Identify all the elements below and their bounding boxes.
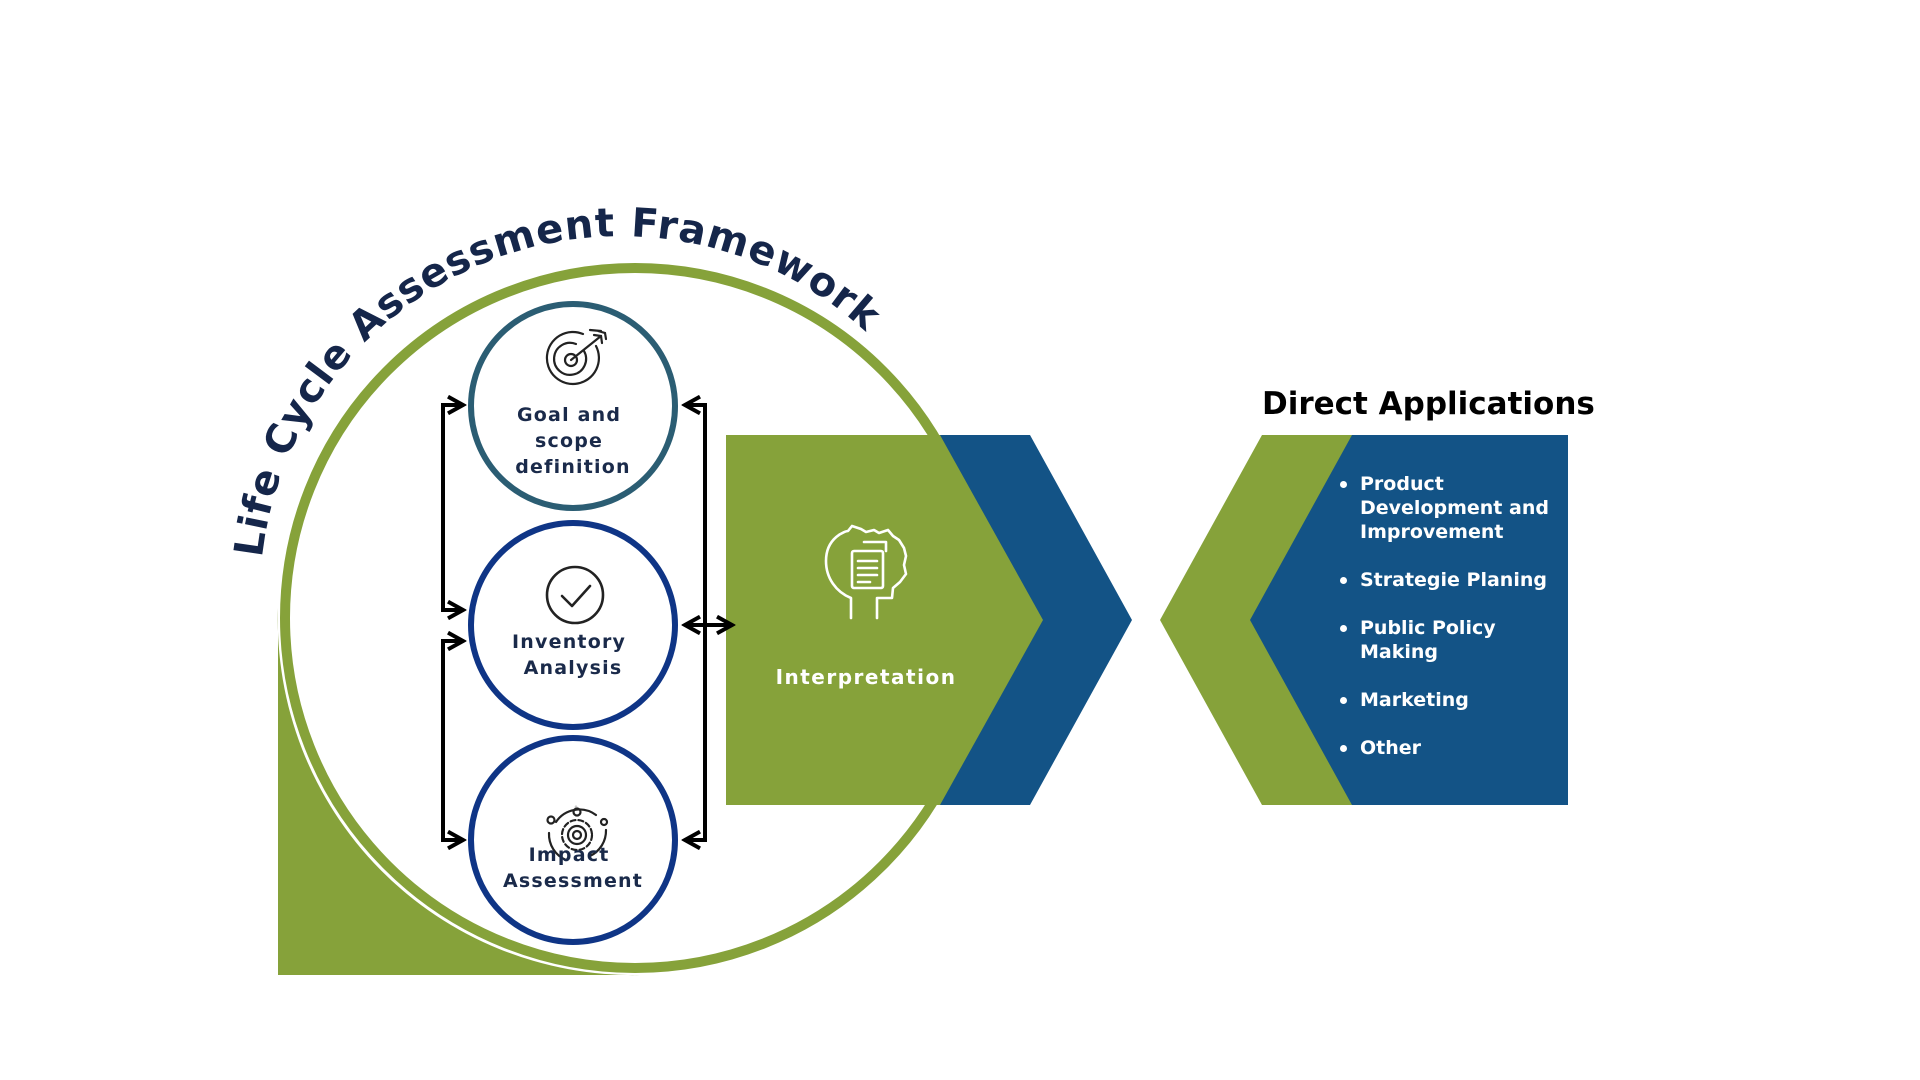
gear-cycle-icon <box>546 805 609 862</box>
stage-label: Goal and scope definition <box>515 404 630 478</box>
application-item: Product Development and Improvement <box>1340 472 1560 544</box>
application-item: Strategie Planing <box>1340 568 1560 592</box>
left-connector-top <box>441 405 463 610</box>
interpretation-label: Interpretation <box>776 665 957 689</box>
application-item: Public Policy Making <box>1340 616 1560 664</box>
applications-title: Direct Applications <box>1262 386 1595 422</box>
stage-label: Inventory Analysis <box>512 631 634 679</box>
head-gear-document-icon <box>824 524 908 620</box>
stage-inventory-analysis: Inventory Analysis <box>468 520 678 730</box>
stage-circle <box>468 520 678 730</box>
target-arrow-icon <box>545 328 608 386</box>
stage-label: Impact Assessment <box>503 844 643 892</box>
stage-circle <box>468 735 678 945</box>
check-circle-icon <box>545 565 605 625</box>
stage-impact-assessment: Impact Assessment <box>468 735 678 945</box>
applications-list: Product Development and Improvement Stra… <box>1340 472 1560 784</box>
interpretation-green-box <box>726 435 1043 805</box>
connector-arrows <box>441 405 732 840</box>
framework-green-shape <box>277 608 640 976</box>
right-connector-bottom <box>685 625 707 840</box>
stage-circle <box>468 301 678 511</box>
right-connector-top <box>685 405 707 625</box>
stage-goal-scope: Goal and scope definition <box>468 301 678 511</box>
interpretation-blue-chevron <box>938 435 1132 805</box>
applications-blue-panel <box>1250 435 1568 805</box>
left-connector-bottom <box>441 641 463 840</box>
application-item: Marketing <box>1340 688 1560 712</box>
application-item: Other <box>1340 736 1560 760</box>
